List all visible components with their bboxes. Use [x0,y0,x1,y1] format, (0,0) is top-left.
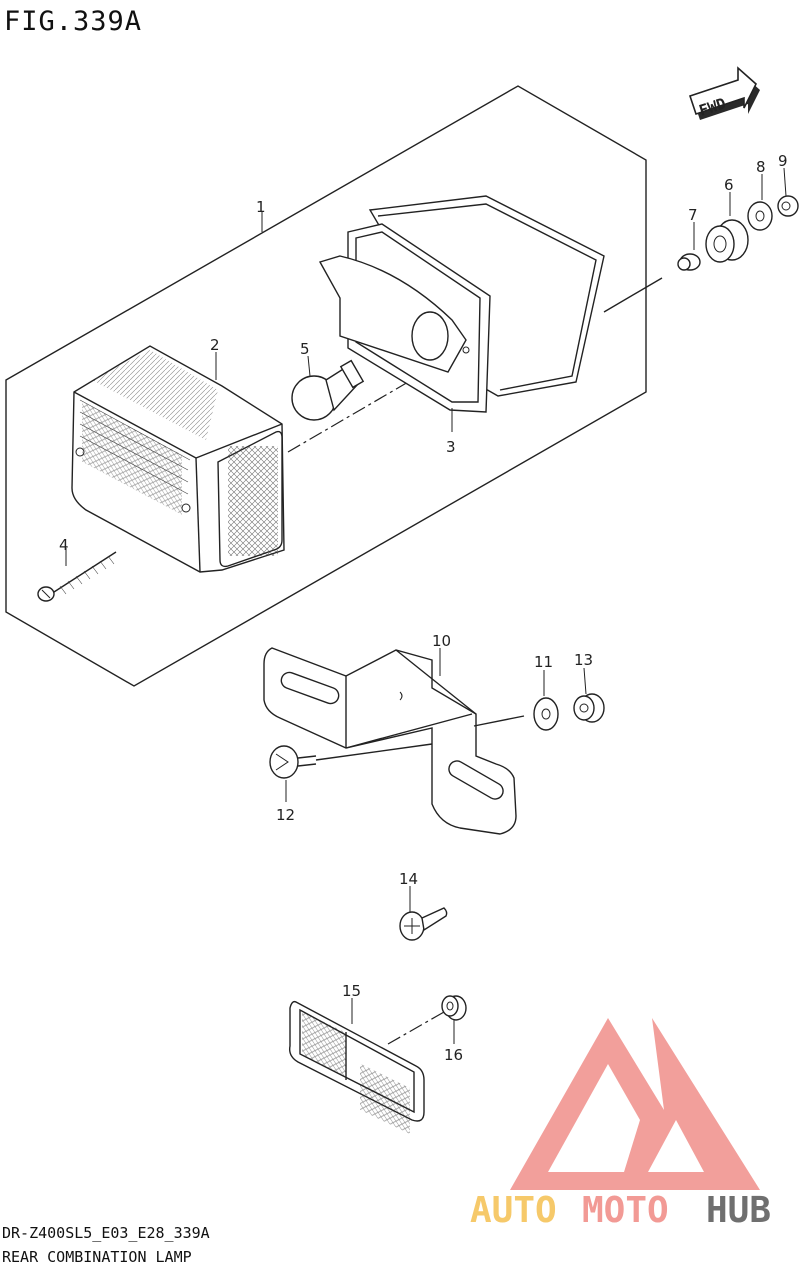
callout-7: 7 [688,206,698,224]
screw [37,551,117,602]
grommet [705,219,749,263]
washer [747,201,773,231]
callout-14: 14 [399,870,418,888]
callout-2: 2 [210,336,220,354]
bolt [269,745,317,779]
footer-caption: REAR COMBINATION LAMP [2,1248,192,1266]
watermark-wordmark: AUTO MOTO HUB [470,1190,771,1231]
collar [677,253,701,271]
washer-11 [533,697,559,731]
callout-11: 11 [534,653,553,671]
callout-1: 1 [256,198,266,216]
nut-13 [573,693,605,723]
callout-10: 10 [432,632,451,650]
watermark-hub: HUB [706,1190,771,1231]
lamp-housing [318,195,663,413]
figure-title: FIG.339A [4,6,142,37]
callout-4: 4 [59,536,69,554]
reflector [288,1000,425,1134]
callout-6: 6 [724,176,734,194]
watermark-moto: MOTO [582,1190,669,1231]
lamp-lens [71,345,285,573]
nut-16 [441,995,467,1021]
bracket [263,647,517,835]
callout-5: 5 [300,340,310,358]
callout-8: 8 [756,158,766,176]
watermark-logo [510,1018,760,1190]
assembly-outline [5,85,647,687]
callout-16: 16 [444,1046,463,1064]
callout-12: 12 [276,806,295,824]
fwd-arrow-icon: FWD [688,66,760,120]
callout-13: 13 [574,651,593,669]
callout-15: 15 [342,982,361,1000]
callout-3: 3 [446,438,456,456]
screw-14 [399,907,448,941]
footer-code: DR-Z400SL5_E03_E28_339A [2,1224,210,1242]
callout-9: 9 [778,152,788,170]
watermark-auto: AUTO [470,1190,557,1231]
bulb [291,359,365,421]
nut [777,195,799,217]
